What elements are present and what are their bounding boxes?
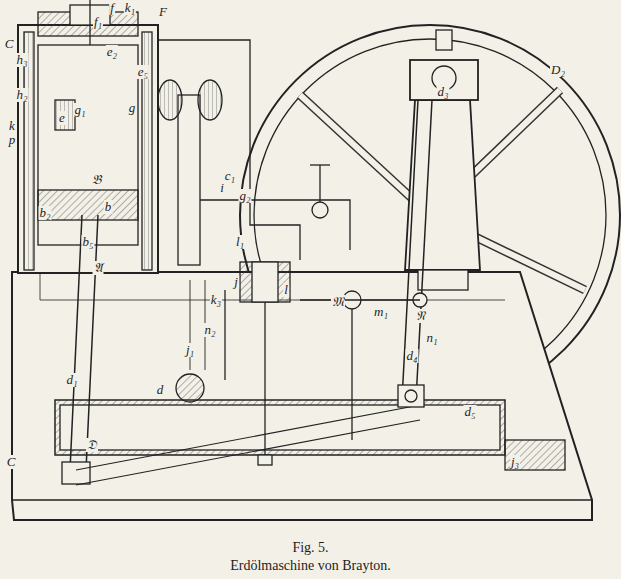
part-letter: c₁	[224, 169, 236, 183]
part-letter: k₃	[210, 293, 222, 307]
part-letter: C	[4, 37, 15, 51]
figure-number: Fig. 5.	[0, 540, 621, 556]
part-letter: d₃	[436, 85, 449, 99]
part-letter: C	[6, 455, 17, 469]
part-letter: h₂	[15, 88, 28, 102]
part-letter: n₂	[203, 323, 216, 337]
part-letter: e₂	[106, 45, 118, 59]
part-letter: h₃	[15, 53, 28, 67]
part-letter: k₁	[124, 1, 136, 15]
part-letter: 𝔄	[93, 261, 104, 275]
part-letter: j₁	[185, 343, 195, 357]
part-letter: 𝔑	[415, 309, 426, 323]
part-letter: 𝔐	[331, 295, 345, 309]
part-letter: i	[219, 181, 225, 195]
part-letter: p	[8, 133, 17, 147]
part-letter: g	[128, 101, 137, 115]
part-letter: 𝔇	[86, 438, 98, 452]
part-letter: 𝔅	[91, 173, 102, 187]
part-letter: l	[283, 283, 289, 297]
part-letter: d	[156, 383, 165, 397]
part-letter: b	[104, 200, 113, 214]
part-letter: g₂	[238, 189, 251, 203]
part-letter: f	[109, 1, 115, 15]
part-letter: F	[158, 5, 168, 19]
part-letter: e	[58, 111, 66, 125]
part-letter: f₁	[93, 15, 103, 29]
part-letter: b₅	[81, 235, 94, 249]
part-letter: m₁	[373, 305, 389, 319]
figure-caption: Erdölmaschine von Brayton.	[0, 558, 621, 574]
part-letter: d₁	[65, 373, 78, 387]
part-letter: n₁	[425, 331, 438, 345]
part-letter: e₅	[137, 65, 149, 79]
part-letter: d₄	[405, 349, 418, 363]
part-letter: j₃	[510, 455, 520, 469]
part-letter: b₂	[38, 206, 51, 220]
part-letter: k	[8, 119, 16, 133]
part-letter: d₅	[463, 405, 476, 419]
part-letter: l₁	[235, 235, 245, 249]
part-letter: D₂	[550, 63, 566, 77]
part-letter: j	[233, 275, 239, 289]
part-letter: g₁	[73, 103, 86, 117]
